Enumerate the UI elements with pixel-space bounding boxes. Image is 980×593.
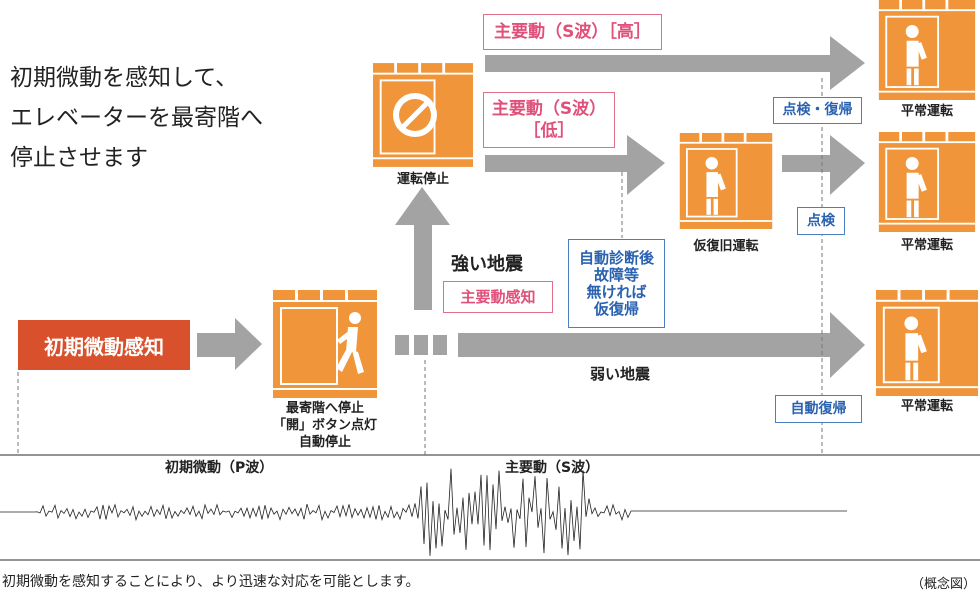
seismic-waveform [0,468,847,556]
elevator-temp-recovery-icon [678,133,774,229]
label-line: 「開」ボタン点灯 [272,418,377,433]
inspect-box: 点検 [797,207,845,235]
elevator-normal-icon [875,290,979,396]
label-line: 最寄階へ停止 [285,401,364,416]
arrow-s-wave-high [485,36,865,90]
s-wave-high-box: 主要動（S波）［高］ [483,14,662,50]
elevator-running-icon [272,290,378,398]
arrow-detect-to-stop [197,318,262,370]
stop-label: 運転停止 [396,172,449,187]
concept-note: （概念図） [910,577,976,592]
inspect-recover-box: 点検・復帰 [773,97,862,124]
elevator-normal-icon [877,0,977,100]
dash-3 [433,335,447,355]
label-line: 自動診断後 [578,248,654,267]
footer-note: 初期微動を感知することにより、より迅速な対応を可能とします。 [2,574,420,590]
auto-diagnosis-box: 自動診断後 故障等 無ければ 仮復帰 [568,239,665,328]
elevator-normal-icon [877,132,977,232]
dash-1 [395,335,409,355]
label-line: 自動停止 [298,435,351,450]
nearest-floor-label: 最寄階へ停止 「開」ボタン点灯 自動停止 [255,400,395,451]
intro-text: 初期微動を感知して、 エレベーターを最寄階へ 停止させます [10,58,263,178]
arrow-weak-quake [458,312,865,378]
normal-op-label: 平常運転 [900,104,953,119]
detect-label: 初期微動感知 [18,320,190,370]
arrow-strong-quake-up [395,187,450,310]
arrow-temp-to-normal [782,135,865,195]
elevator-stop-icon [373,62,473,168]
weak-quake-label: 弱い地震 [590,365,651,383]
arrow-s-wave-low [485,135,665,195]
label-line: 主要動（S波） [491,99,607,119]
main-motion-detect-box: 主要動感知 [443,281,553,313]
p-wave-label: 初期微動（P波） [165,460,274,476]
normal-op-label: 平常運転 [900,399,953,414]
temp-recovery-label: 仮復旧運転 [693,239,759,254]
normal-op-label: 平常運転 [900,238,953,253]
label-line: 仮復帰 [593,299,639,318]
s-wave-low-box: 主要動（S波） ［低］ [483,92,615,148]
label-line: 故障等 [593,265,639,284]
intro-line: エレベーターを最寄階へ [10,105,263,131]
auto-recover-box: 自動復帰 [775,395,862,423]
strong-quake-label: 強い地震 [451,254,523,275]
intro-line: 初期微動を感知して、 [10,65,239,91]
label-line: ［低］ [523,121,575,141]
dash-2 [414,335,428,355]
s-wave-label: 主要動（S波） [505,460,600,476]
intro-line: 停止させます [10,145,148,171]
label-line: 無ければ [586,282,647,301]
